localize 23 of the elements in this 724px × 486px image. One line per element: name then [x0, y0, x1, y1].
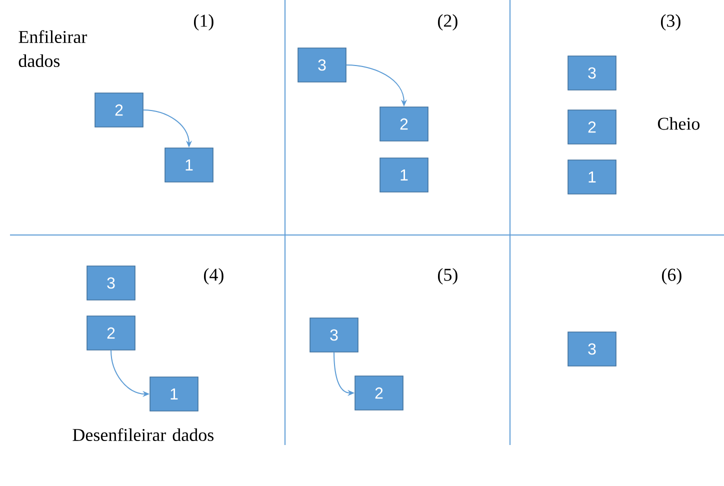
number-box: 2 [94, 92, 144, 128]
number-box: 2 [380, 106, 428, 142]
number-box: 3 [298, 48, 346, 82]
number-box: 1 [568, 160, 616, 194]
panel-label: (1) [194, 14, 214, 30]
number-box: 1 [380, 158, 428, 192]
number-box: 1 [150, 376, 198, 412]
number-box: 3 [86, 266, 136, 300]
number-box: 3 [568, 332, 616, 366]
panel-label: (5) [438, 268, 458, 284]
panel-label: Cheio [658, 117, 700, 130]
number-box: 3 [310, 318, 358, 352]
panel-label: (2) [438, 14, 458, 30]
panel-label: (3) [660, 14, 680, 30]
panel-label: (4) [204, 268, 224, 284]
panel-label: Desenfileirar dados [72, 428, 214, 442]
panel-label: Enfileirar dados [18, 30, 88, 68]
panel-label: (6) [662, 268, 682, 284]
number-box: 3 [568, 56, 616, 90]
number-box: 2 [86, 316, 136, 350]
number-box: 2 [354, 376, 404, 410]
number-box: 1 [164, 148, 214, 182]
number-box: 2 [568, 110, 616, 144]
